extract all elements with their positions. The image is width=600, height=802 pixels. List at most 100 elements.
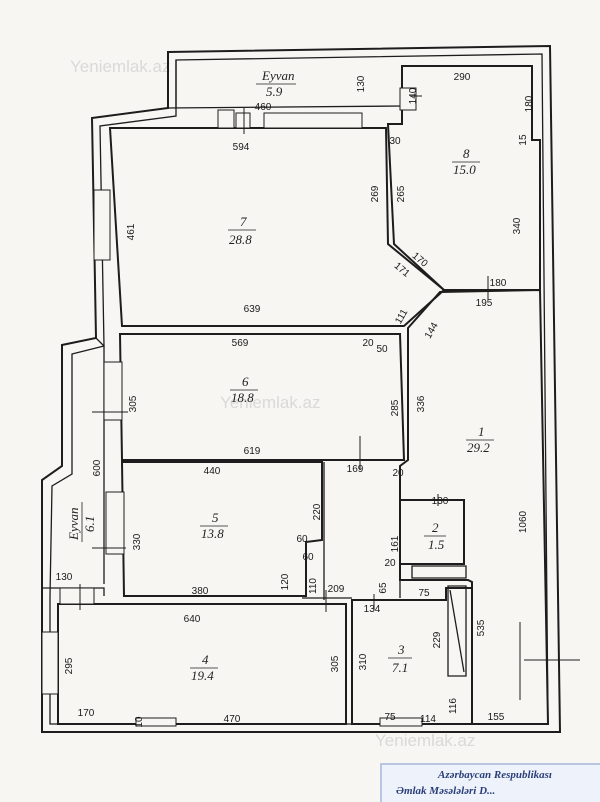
room-2-wall	[399, 499, 465, 565]
dimension-label: 229	[432, 631, 443, 648]
room-5-wall	[120, 461, 323, 597]
dimension-label: 170	[410, 251, 430, 270]
room-number: 3	[397, 642, 405, 657]
window	[103, 361, 123, 421]
room-number: 2	[432, 520, 439, 535]
room-6-wall	[118, 333, 406, 461]
dimension-label: 470	[224, 714, 241, 725]
room-balcony-left: Eyvan 6.1	[66, 502, 97, 542]
stamp-line-1: Azərbaycan Respublikası	[438, 769, 552, 781]
dimension-label: 195	[476, 298, 493, 309]
door-marks	[79, 95, 580, 700]
corridor-walls	[302, 462, 401, 600]
dimension-label: 330	[132, 533, 143, 550]
room-3-cabinet	[447, 585, 467, 677]
dimension-label: 336	[416, 395, 427, 412]
room-balcony-top: Eyvan 5.9	[256, 68, 296, 99]
dimension-label: 20	[362, 338, 374, 349]
dimension-label: 144	[423, 320, 441, 340]
dimension-label: 285	[390, 399, 401, 416]
room-5: 5 13.8	[200, 510, 228, 541]
room-number: 8	[463, 146, 470, 161]
room-area: 1.5	[428, 537, 445, 552]
dimension-label: 169	[347, 464, 364, 475]
watermark: Yeniemlak.az	[220, 393, 321, 412]
room-number: 1	[478, 424, 485, 439]
dimension-label: 130	[356, 75, 367, 92]
dimension-label: 305	[330, 655, 341, 672]
dimension-label: 20	[392, 468, 404, 479]
registry-stamp: Azərbaycan Respublikası Əmlak Məsələləri…	[380, 763, 600, 802]
dimension-label: 15	[518, 134, 529, 146]
window	[235, 112, 251, 129]
room-area: 6.1	[82, 516, 97, 532]
watermark: Yeniemlak.az	[70, 57, 171, 76]
dimension-label: 290	[454, 72, 471, 83]
dimension-label: 600	[92, 459, 103, 476]
room-area: 15.0	[453, 162, 476, 177]
room-labels: Eyvan 5.9 8 15.0 7 28.8 6 18.8 1 29.2	[66, 68, 494, 683]
dimension-label: 220	[312, 503, 323, 520]
room-3: 3 7.1	[388, 642, 412, 675]
dimension-label: 1060	[518, 510, 529, 533]
room-area: 13.8	[201, 526, 224, 541]
room-area: 29.2	[467, 440, 490, 455]
room-2: 2 1.5	[424, 520, 446, 552]
room-7-wall	[108, 127, 446, 327]
dimension-label: 180	[490, 278, 507, 289]
room-number: 5	[212, 510, 219, 525]
window	[217, 109, 235, 129]
dimension-label: 50	[376, 344, 388, 355]
dimension-label: 619	[244, 446, 261, 457]
dimension-label: 180	[524, 95, 535, 112]
room-8-wall	[386, 65, 541, 291]
watermark: Yeniemlak.az	[375, 731, 476, 750]
room-8: 8 15.0	[452, 146, 480, 177]
room-1-wall	[399, 288, 550, 725]
dimension-label: 75	[418, 588, 430, 599]
window	[41, 631, 59, 695]
dimension-label: 639	[244, 304, 261, 315]
room-number: 7	[240, 214, 247, 229]
dimension-label: 170	[78, 708, 95, 719]
room-3-cabinet-diag	[449, 589, 465, 673]
dimension-label: 110	[308, 578, 319, 594]
dimension-label: 130	[56, 572, 73, 583]
dimension-label: 265	[396, 185, 407, 202]
dimension-label: 171	[392, 261, 412, 280]
dimension-label: 130	[432, 496, 449, 507]
room-3-wall	[351, 587, 473, 725]
stamp-line-2: Əmlak Məsələləri D...	[396, 785, 496, 797]
window	[105, 491, 125, 555]
outer-wall	[41, 44, 562, 733]
balcony-top-wall	[167, 52, 403, 109]
room-4: 4 19.4	[190, 652, 218, 683]
dimension-label: 461	[126, 223, 137, 240]
dimension-label: 75	[384, 712, 396, 723]
room-number: 4	[202, 652, 209, 667]
dimension-label: 161	[390, 535, 401, 552]
dimension-label: 209	[328, 584, 345, 595]
dimension-label: 594	[233, 142, 250, 153]
room-area: 28.8	[229, 232, 252, 247]
dimension-label: 65	[378, 582, 389, 594]
dimension-label: 295	[64, 657, 75, 674]
dimension-label: 116	[448, 698, 459, 714]
dimension-label: 340	[512, 217, 523, 234]
windows	[41, 87, 423, 727]
room-number: 6	[242, 374, 249, 389]
dimension-label: 310	[358, 653, 369, 670]
dimension-label: 640	[184, 614, 201, 625]
room-number: Eyvan	[66, 508, 81, 541]
window	[379, 717, 423, 727]
dimension-label: 120	[280, 573, 291, 590]
window	[135, 717, 177, 727]
dimension-label: 60	[302, 552, 314, 563]
room-area: 7.1	[392, 660, 408, 675]
dimension-label: 305	[128, 395, 139, 412]
room-1: 1 29.2	[466, 424, 494, 455]
dimension-label: 155	[488, 712, 505, 723]
window	[399, 87, 417, 111]
